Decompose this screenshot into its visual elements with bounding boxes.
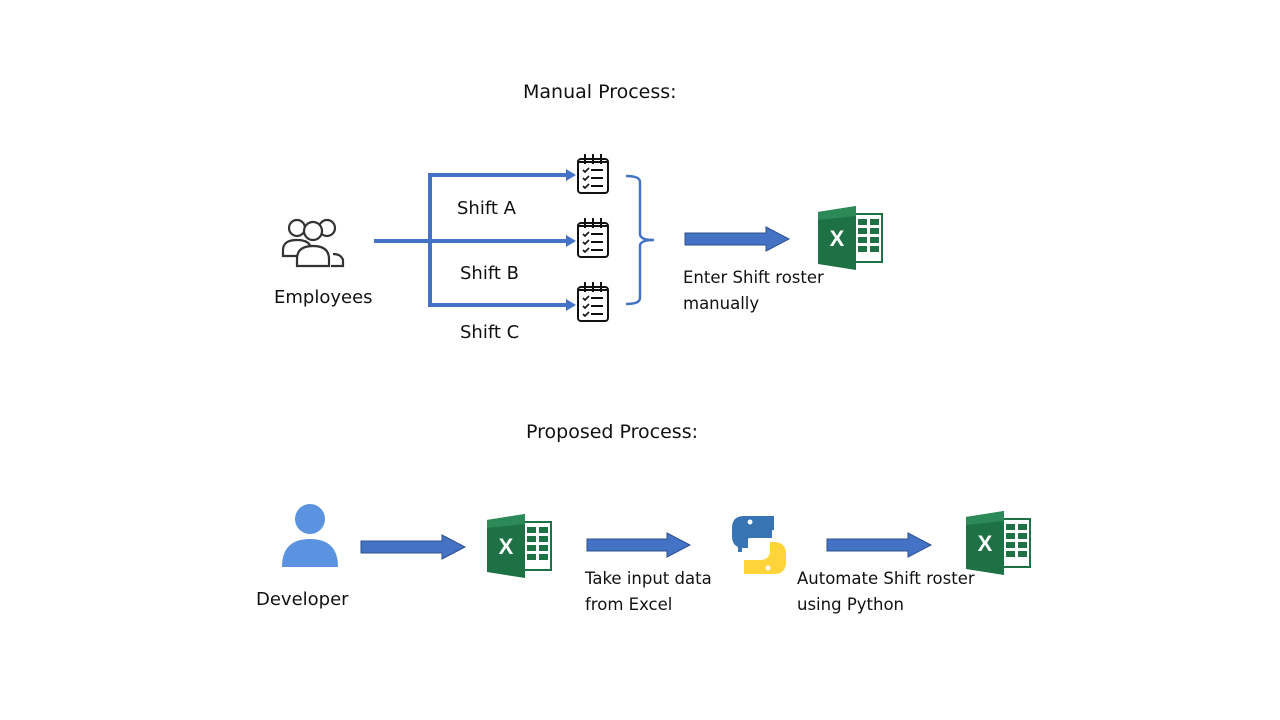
input-step-caption: Take input data from Excel: [585, 569, 712, 614]
employees-label: Employees: [274, 287, 373, 308]
shift-b-label: Shift B: [460, 263, 519, 284]
excel-icon-manual: [817, 205, 883, 271]
manual-step-caption: Enter Shift roster manually: [683, 268, 824, 313]
excel-icon-output: [965, 510, 1031, 576]
arrow-python-to-excel: [826, 532, 933, 558]
shift-a-label: Shift A: [457, 198, 516, 219]
developer-icon: [282, 504, 338, 567]
brace: [625, 174, 655, 306]
python-logo-icon: [732, 516, 786, 574]
checklist-icon-shift-b: [577, 217, 609, 258]
checklist-icon-shift-c: [577, 281, 609, 322]
proposed-process-title: Proposed Process:: [526, 421, 698, 443]
checklist-icon-shift-a: [577, 153, 609, 194]
manual-process-title: Manual Process:: [523, 81, 677, 103]
excel-icon-input: [486, 513, 552, 579]
developer-label: Developer: [256, 589, 349, 610]
arrow-excel-to-python: [586, 532, 692, 558]
arrow-to-excel-manual: [684, 226, 791, 252]
shift-c-label: Shift C: [460, 322, 520, 343]
employees-icon: [281, 218, 345, 268]
arrow-developer-to-excel: [360, 534, 467, 560]
branch-connector: [374, 169, 576, 311]
automate-step-caption: Automate Shift roster using Python: [797, 569, 975, 614]
